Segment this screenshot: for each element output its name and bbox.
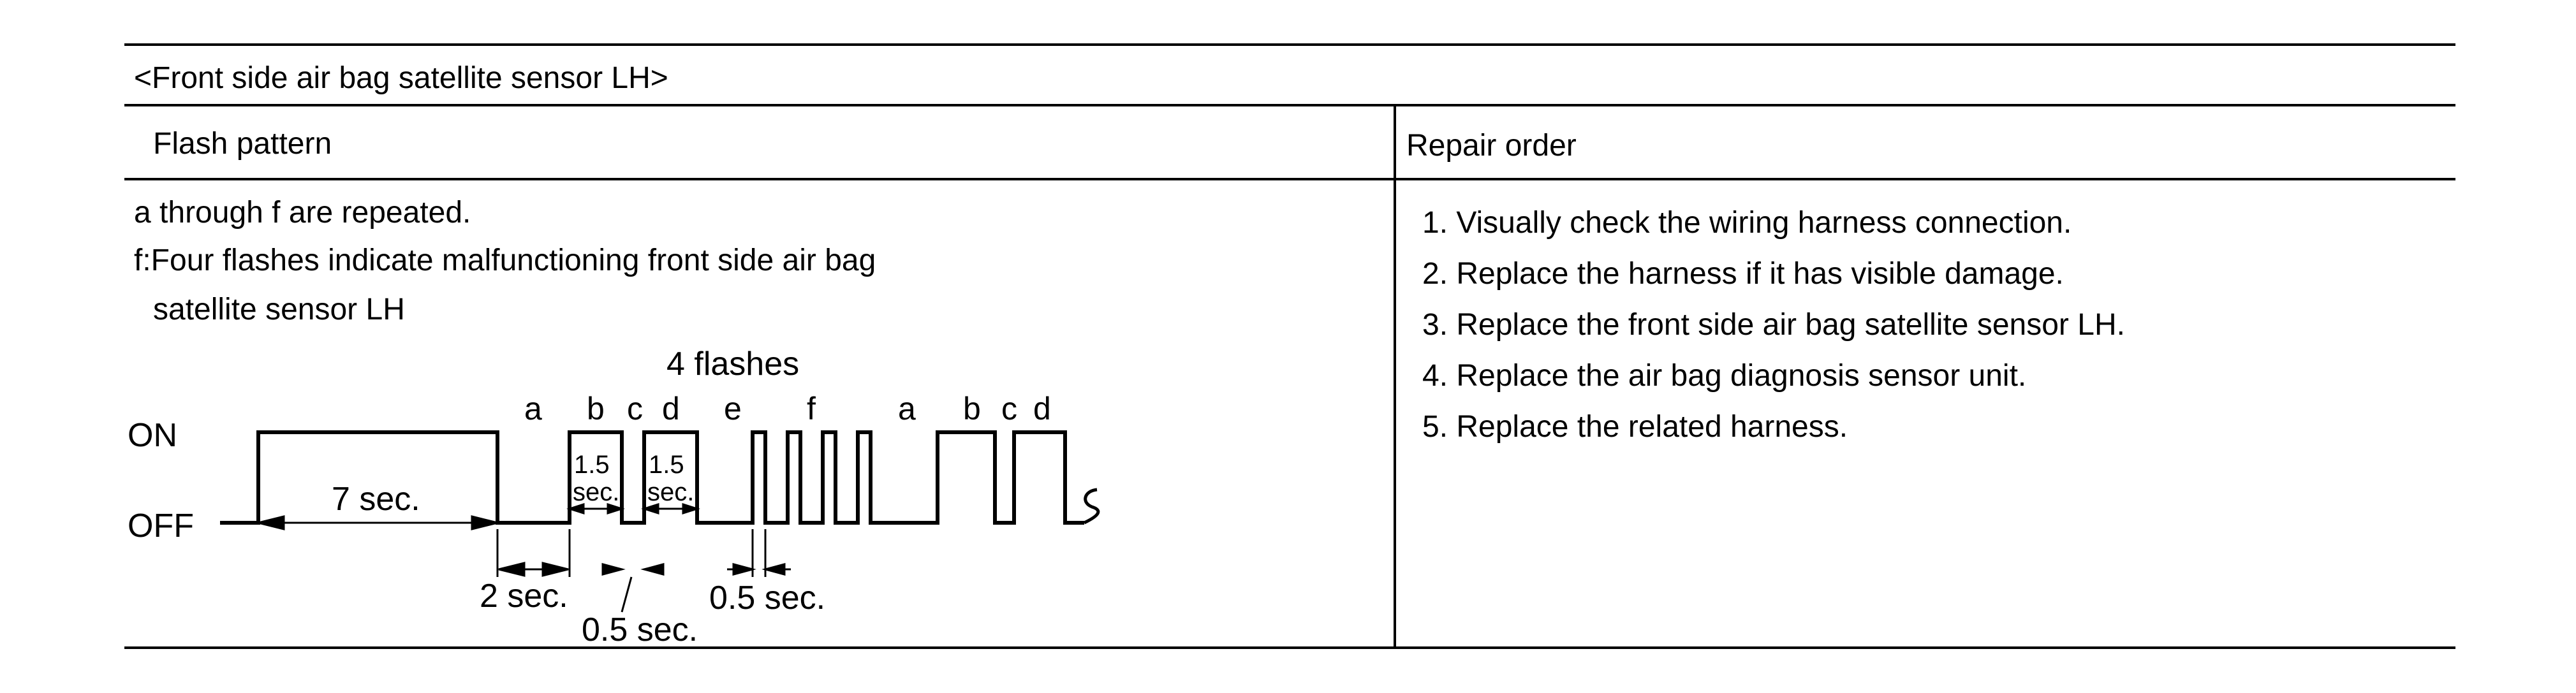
column-header-repair-order: Repair order <box>1406 129 1577 163</box>
segment-label-f: f <box>807 391 816 427</box>
segment-label-a-repeat: a <box>898 391 916 427</box>
section-title-rule <box>124 104 2455 106</box>
repair-step-5: 5. Replace the related harness. <box>1422 410 1848 444</box>
flash-gap-dimension <box>727 529 791 577</box>
description-line-1: a through f are repeated. <box>134 196 471 230</box>
state-off-label: OFF <box>128 507 194 544</box>
segment-label-b: b <box>587 391 605 427</box>
segment-label-a: a <box>524 391 542 427</box>
header-row-rule <box>124 178 2455 180</box>
on-duration-dimension <box>258 515 498 530</box>
state-on-label: ON <box>128 417 177 454</box>
pulse-2-duration: 1.5 <box>649 451 684 479</box>
pulse-1-duration: 1.5 <box>574 451 610 479</box>
flash-gap-duration-label: 0.5 sec. <box>709 580 825 616</box>
pulse-2-unit: sec. <box>647 478 694 506</box>
column-divider <box>1394 104 1396 649</box>
segment-label-d: d <box>662 391 680 427</box>
repair-step-1: 1. Visually check the wiring harness con… <box>1422 206 2072 240</box>
section-title: <Front side air bag satellite sensor LH> <box>134 61 668 95</box>
gap-dimension <box>601 563 665 613</box>
off-duration-label: 2 sec. <box>480 578 568 615</box>
repair-step-4: 4. Replace the air bag diagnosis sensor … <box>1422 359 2027 393</box>
table-bottom-rule <box>124 646 2455 649</box>
segment-label-b-repeat: b <box>963 391 981 427</box>
flash-waveform <box>220 430 1084 525</box>
flashes-label: 4 flashes <box>666 346 799 383</box>
off-duration-dimension <box>496 529 571 577</box>
repair-steps-list: 1. Visually check the wiring harness con… <box>1422 198 2125 453</box>
table-top-rule <box>124 43 2455 46</box>
segment-label-d-repeat: d <box>1033 391 1051 427</box>
repair-step-2: 2. Replace the harness if it has visible… <box>1422 257 2064 291</box>
break-mark <box>1083 488 1100 525</box>
description-line-2: f:Four flashes indicate malfunctioning f… <box>134 244 876 277</box>
gap-duration-label: 0.5 sec. <box>582 611 698 648</box>
description-line-3: satellite sensor LH <box>153 293 405 326</box>
repair-step-3: 3. Replace the front side air bag satell… <box>1422 308 2125 342</box>
segment-label-c: c <box>627 391 643 427</box>
column-header-flash-pattern: Flash pattern <box>153 127 332 161</box>
pulse-dimension-arrows <box>566 502 700 515</box>
on-duration-label: 7 sec. <box>332 481 420 518</box>
pulse-1-unit: sec. <box>573 478 619 506</box>
segment-label-e: e <box>724 391 742 427</box>
segment-label-c-repeat: c <box>1001 391 1017 427</box>
